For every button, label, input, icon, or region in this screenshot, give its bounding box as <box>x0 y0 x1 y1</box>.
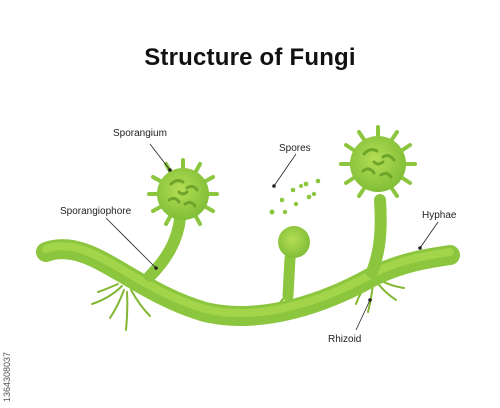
rhizoid-group-left <box>91 283 151 331</box>
diagram-title: Structure of Fungi <box>144 44 356 71</box>
young-sporangium <box>278 226 310 258</box>
label-sporangium: Sporangium <box>113 128 167 139</box>
leader-sporangium <box>149 143 172 172</box>
spores <box>269 178 321 215</box>
hypha-highlight <box>42 242 454 317</box>
sporangiophore-right <box>366 194 387 278</box>
sporangiophore-middle <box>282 252 296 302</box>
leader-spores <box>272 153 297 188</box>
stock-image-id: 1364308037 <box>2 351 12 402</box>
sporangium-left <box>147 158 219 226</box>
sporangium-right <box>339 125 417 198</box>
label-sporangiophore: Sporangiophore <box>60 206 132 217</box>
label-rhizoid: Rhizoid <box>328 334 361 345</box>
label-hyphae: Hyphae <box>422 210 457 221</box>
sporangiophore-left <box>144 212 186 282</box>
leader-rhizoid <box>355 298 372 331</box>
label-spores: Spores <box>279 143 311 154</box>
leader-hyphae <box>418 221 439 250</box>
leader-sporangiophore <box>105 217 158 270</box>
